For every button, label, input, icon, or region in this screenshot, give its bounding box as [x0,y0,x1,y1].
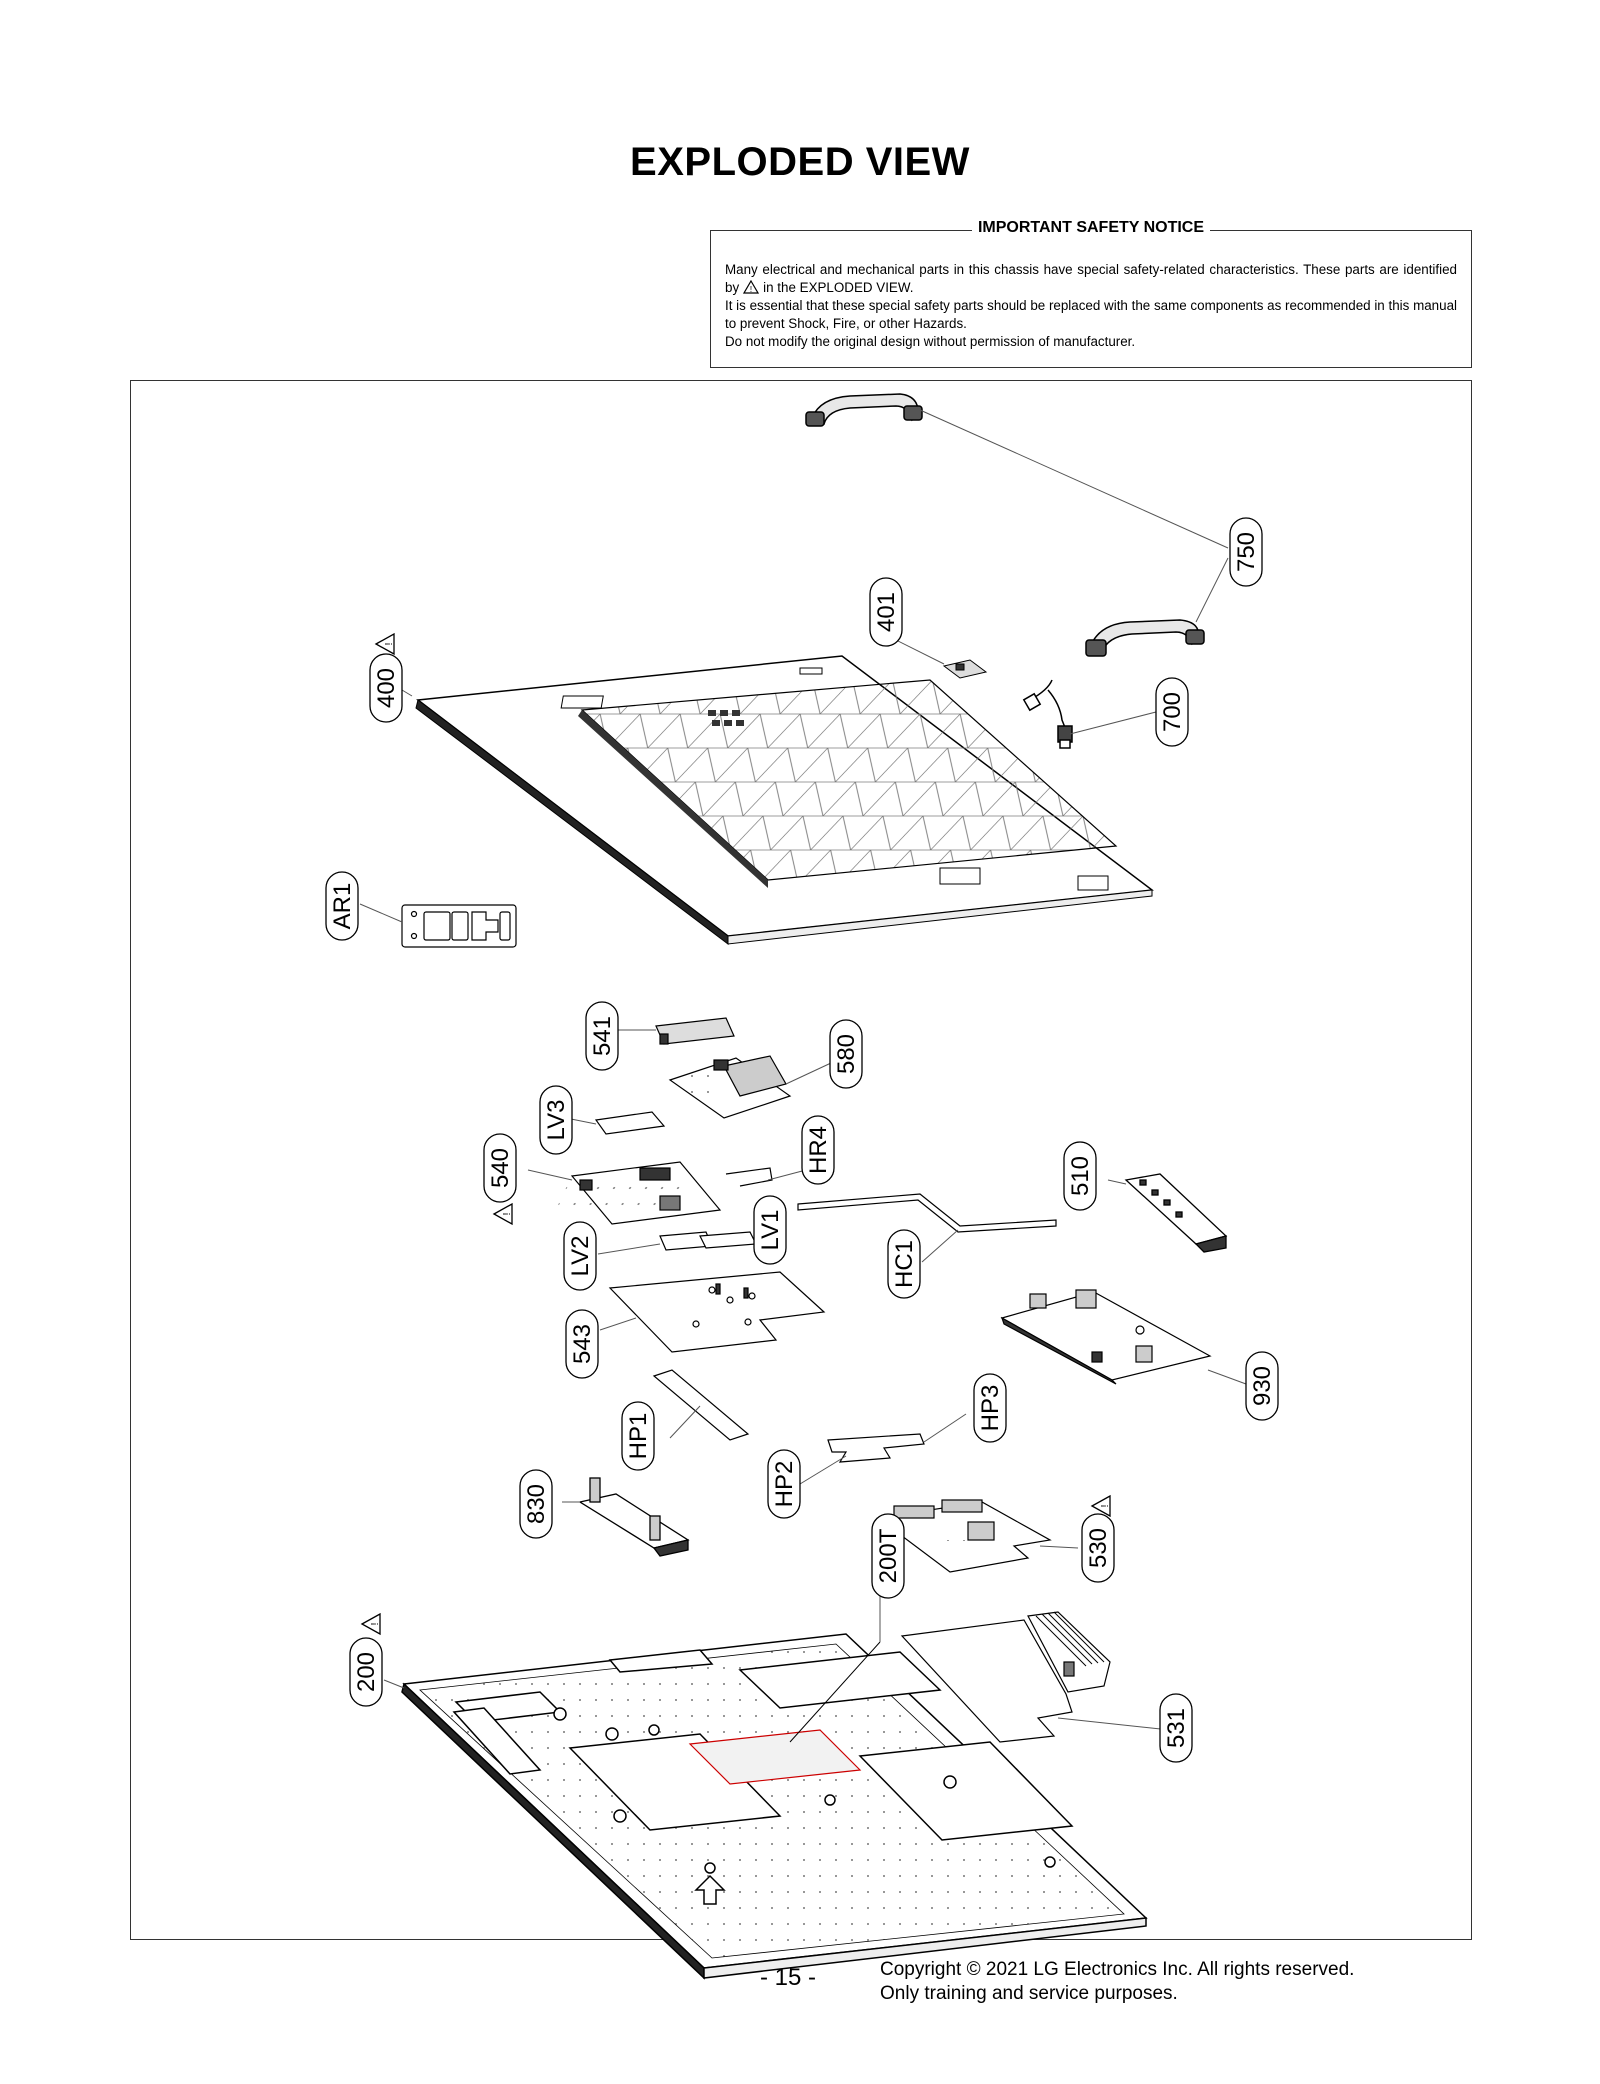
power-board [1000,1289,1212,1385]
cable-hp3-hp2 [827,1433,925,1463]
svg-text:AR1: AR1 [329,883,356,930]
part-label-700: 700 [1155,677,1189,747]
page-number: - 15 - [760,1964,817,1991]
power-cable [1022,679,1073,749]
safety-notice-body: Many electrical and mechanical parts in … [725,261,1457,351]
copyright-line-1: Copyright © 2021 LG Electronics Inc. All… [880,1959,1355,1980]
svg-text:LV3: LV3 [543,1100,570,1141]
part-label-531: 531 [1159,1693,1193,1763]
warning-triangle-icon: ! [1090,1494,1111,1518]
part-label-750: 750 [1229,517,1263,587]
svg-text:HP2: HP2 [771,1461,798,1508]
part-401-bracket [942,659,988,679]
speaker-bar [1124,1173,1228,1253]
shield-531 [900,1611,1111,1743]
ar1-accessory [401,904,517,948]
part-label-540: 540 [483,1133,517,1203]
svg-text:540: 540 [487,1148,514,1188]
copyright-notice: Copyright © 2021 LG Electronics Inc. All… [880,1958,1354,2006]
svg-text:830: 830 [523,1484,550,1524]
svg-text:531: 531 [1163,1708,1190,1748]
warning-triangle-icon: ! [492,1202,513,1226]
part-580-board [668,1055,792,1119]
part-label-400: 400 [369,653,403,723]
svg-text:930: 930 [1249,1366,1276,1406]
copyright-line-2: Only training and service purposes. [880,1983,1178,2004]
shield-plate [608,1271,826,1353]
svg-text:541: 541 [589,1016,616,1056]
cable-hp1 [652,1369,750,1441]
svg-text:HP1: HP1 [625,1413,652,1460]
svg-text:HC1: HC1 [891,1240,918,1288]
part-label-hp3: HP3 [973,1373,1007,1443]
safety-notice-paragraph-1: Many electrical and mechanical parts in … [725,262,1457,295]
speaker-830 [578,1477,690,1557]
safety-notice-title: IMPORTANT SAFETY NOTICE [711,219,1471,237]
cable-hc1 [797,1193,1057,1233]
part-label-530: 530 [1081,1513,1115,1583]
safety-notice-paragraph-3: Do not modify the original design withou… [725,334,1136,349]
main-board [552,1161,722,1225]
cable-lv3 [594,1111,666,1135]
svg-text:!: ! [370,1623,381,1626]
part-label-510: 510 [1063,1141,1097,1211]
svg-text:401: 401 [873,592,900,632]
svg-text:543: 543 [569,1324,596,1364]
part-label-200t: 200T [871,1513,905,1599]
handle-top [805,393,923,427]
safety-notice-box: IMPORTANT SAFETY NOTICE Many electrical … [710,219,1472,368]
warning-triangle-icon: ! [374,632,395,656]
cable-hr4 [725,1167,773,1187]
part-label-830: 830 [519,1469,553,1539]
svg-text:LV2: LV2 [567,1236,594,1277]
svg-text:580: 580 [833,1034,860,1074]
svg-text:200T: 200T [875,1528,902,1583]
back-cover [415,655,1154,946]
svg-text:!: ! [502,1213,513,1216]
part-label-hp2: HP2 [767,1449,801,1519]
part-label-lv2: LV2 [563,1221,597,1291]
warning-triangle-icon: ! [360,1612,381,1636]
svg-text:!: ! [1100,1505,1111,1508]
part-label-lv1: LV1 [753,1195,787,1265]
page-title: EXPLODED VIEW [630,140,970,184]
part-label-543: 543 [565,1309,599,1379]
handle-right [1085,619,1205,657]
leader-lines [359,409,1247,1731]
svg-text:530: 530 [1085,1528,1112,1568]
svg-text:510: 510 [1067,1156,1094,1196]
part-label-200: 200 [349,1637,383,1707]
front-chassis [401,1633,1148,1980]
part-label-hr4: HR4 [801,1115,835,1185]
board-530 [876,1499,1052,1573]
svg-text:HP3: HP3 [977,1385,1004,1432]
svg-text:!: ! [384,643,395,646]
part-label-lv3: LV3 [539,1085,573,1155]
part-label-ar1: AR1 [325,871,359,941]
svg-text:400: 400 [373,668,400,708]
part-label-580: 580 [829,1019,863,1089]
part-label-hc1: HC1 [887,1229,921,1299]
part-541-bracket [655,1017,735,1045]
svg-text:200: 200 [353,1652,380,1692]
safety-notice-paragraph-2: It is essential that these special safet… [725,298,1457,331]
part-label-401: 401 [869,577,903,647]
part-label-541: 541 [585,1001,619,1071]
svg-text:LV1: LV1 [757,1210,784,1251]
svg-text:HR4: HR4 [805,1126,832,1174]
svg-text:700: 700 [1159,692,1186,732]
svg-text:!: ! [750,285,752,294]
cable-lv1 [699,1231,757,1249]
svg-text:750: 750 [1233,532,1260,572]
warning-triangle-icon: ! [743,280,760,294]
part-label-930: 930 [1245,1351,1279,1421]
part-label-hp1: HP1 [621,1401,655,1471]
